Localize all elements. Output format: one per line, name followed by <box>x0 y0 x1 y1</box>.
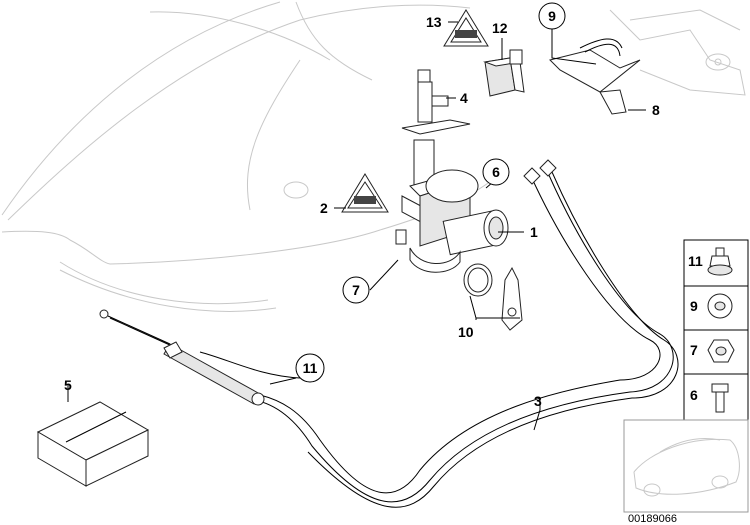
callout-circle-7 <box>342 276 370 304</box>
callout-7: 7 <box>352 282 360 298</box>
warning-label-13 <box>443 9 489 47</box>
warning-label-2 <box>341 173 389 213</box>
callout-circle-9 <box>538 2 566 30</box>
callout-13: 13 <box>426 14 442 30</box>
hydraulic-pump-1 <box>395 139 509 273</box>
hydraulic-lines-3 <box>253 159 679 508</box>
callout-9: 9 <box>548 8 556 24</box>
callout-2: 2 <box>320 200 328 216</box>
valve-bracket-4 <box>401 69 471 135</box>
reference-number: 00189066 <box>628 513 677 525</box>
callout-circle-11 <box>295 353 325 383</box>
legend-label-9: 9 <box>690 298 698 314</box>
leader-lines <box>67 21 646 431</box>
legend-label-11: 11 <box>688 253 703 269</box>
hex-nut-icon <box>707 339 735 363</box>
vehicle-thumbnail <box>623 419 749 513</box>
fastener-legend <box>683 239 749 421</box>
callout-8: 8 <box>652 102 660 118</box>
callout-6: 6 <box>492 164 500 180</box>
trunk-lid-outline <box>1 1 506 312</box>
callout-4: 4 <box>460 90 468 106</box>
legend-label-6: 6 <box>690 387 698 403</box>
relay-12 <box>483 49 525 97</box>
callout-1: 1 <box>530 224 538 240</box>
callout-3: 3 <box>534 393 542 409</box>
callout-10: 10 <box>458 324 474 340</box>
box-5 <box>36 401 150 487</box>
hydraulic-strut <box>99 309 301 406</box>
callout-11: 11 <box>303 360 318 376</box>
seal-fitting-10 <box>463 263 523 331</box>
nut-with-collar-icon <box>707 247 733 276</box>
callout-12: 12 <box>492 20 508 36</box>
callout-5: 5 <box>64 377 72 393</box>
legend-label-7: 7 <box>690 342 698 358</box>
callout-circle-6 <box>482 158 510 186</box>
hex-bolt-icon <box>711 383 729 413</box>
expanding-nut-icon <box>707 293 733 319</box>
